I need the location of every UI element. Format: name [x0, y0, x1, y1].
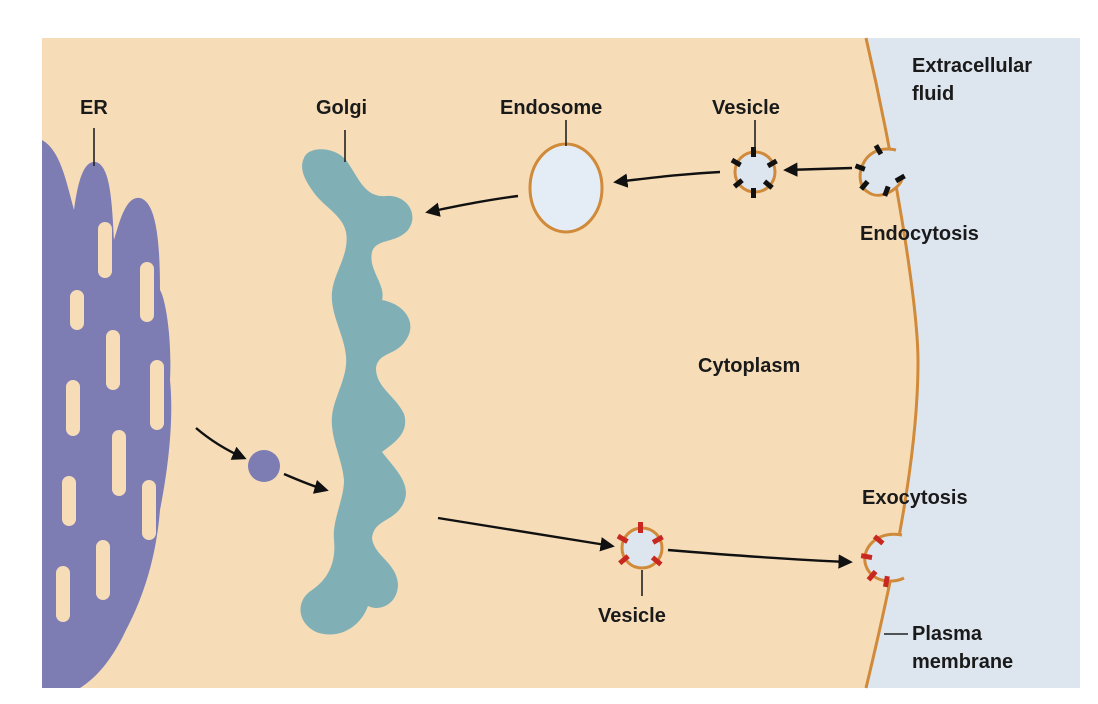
- cargo-marker: [866, 569, 878, 582]
- receptor-marker: [751, 147, 756, 157]
- exocytosis-pore: [860, 532, 905, 588]
- cargo-marker: [882, 575, 890, 588]
- label-golgi: Golgi: [316, 97, 367, 119]
- cargo-marker: [650, 555, 663, 567]
- arrow-endocytosis-to-vesicle: [783, 162, 853, 177]
- cargo-marker: [616, 533, 629, 544]
- receptor-marker: [894, 173, 906, 184]
- receptor-marker: [766, 158, 778, 169]
- arrow-er-to-transport-vesicle: [195, 427, 247, 460]
- cargo-marker: [872, 534, 885, 546]
- cargo-marker: [618, 554, 630, 566]
- receptor-marker: [732, 178, 744, 189]
- arrow-transport-vesicle-to-golgi: [283, 472, 329, 494]
- arrow-endosome-to-golgi: [425, 194, 519, 217]
- arrow-golgi-to-vesicle: [437, 516, 615, 552]
- endocytosis-pit: [854, 144, 906, 197]
- label-endosome: Endosome: [500, 97, 602, 119]
- label-extracellular-fluid-line1: Extracellular: [912, 55, 1032, 77]
- label-plasma-membrane-line1: Plasma: [912, 623, 983, 645]
- label-exocytosis: Exocytosis: [862, 487, 968, 509]
- vesicle-top-shape: [730, 147, 778, 198]
- cargo-marker: [638, 522, 643, 533]
- label-er: ER: [80, 97, 108, 119]
- arrow-vesicle-to-endosome: [613, 170, 721, 188]
- receptor-marker: [873, 144, 884, 156]
- receptor-marker: [859, 179, 870, 191]
- vesicle-bottom-shape: [616, 522, 664, 570]
- label-extracellular-fluid-line2: fluid: [912, 83, 954, 105]
- receptor-marker: [730, 157, 742, 168]
- receptor-marker: [762, 179, 774, 190]
- endosome-shape: [528, 142, 604, 234]
- receptor-marker: [854, 163, 866, 172]
- er-shape: [42, 140, 172, 688]
- cargo-marker: [651, 534, 664, 545]
- cargo-marker: [860, 553, 873, 561]
- er-transport-vesicle: [248, 450, 280, 482]
- label-cytoplasm: Cytoplasm: [698, 355, 800, 377]
- golgi-shape: [300, 149, 413, 635]
- receptor-marker: [882, 185, 891, 197]
- arrow-vesicle-to-exocytosis: [667, 548, 853, 569]
- label-vesicle-bottom: Vesicle: [598, 605, 666, 627]
- label-vesicle-top: Vesicle: [712, 97, 780, 119]
- receptor-marker: [751, 188, 756, 198]
- cytoplasm-region: [42, 38, 918, 688]
- label-endocytosis: Endocytosis: [860, 223, 979, 245]
- label-plasma-membrane-line2: membrane: [912, 651, 1013, 673]
